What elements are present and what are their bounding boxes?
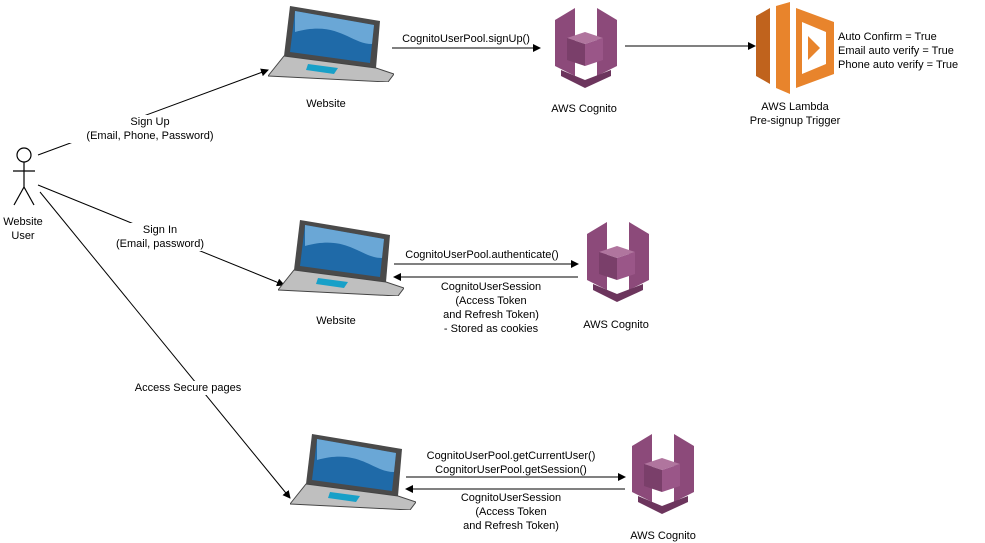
signup-edge-label-line1: Sign Up [130, 116, 170, 128]
arrow-actor-to-secure-website [39, 191, 291, 499]
signin-return-line3: and Refresh Token) [443, 309, 539, 321]
lambda-label-line2: Pre-signup Trigger [749, 115, 841, 127]
signup-edge-label-line2: (Email, Phone, Password) [86, 130, 214, 142]
signup-cognito-label: AWS Cognito [551, 103, 617, 115]
secure-return-line3: and Refresh Token) [463, 520, 559, 532]
stick-figure-icon [13, 147, 35, 206]
signin-return-label: CognitoUserSession (Access Token and Ref… [416, 280, 566, 336]
secure-call-label: CognitoUserPool.getCurrentUser() Cognito… [406, 449, 616, 477]
signin-return-line1: CognitoUserSession [440, 281, 542, 293]
laptop-icon [290, 434, 416, 510]
cognito-icon [587, 222, 649, 302]
cognito-icon [555, 8, 617, 88]
signin-call-label: CognitoUserPool.authenticate() [405, 249, 559, 261]
signin-edge-label: Sign In (Email, password) [100, 223, 220, 251]
lambda-icon [756, 2, 834, 94]
cognito-icon [632, 434, 694, 514]
signin-cognito-label: AWS Cognito [583, 319, 649, 331]
signup-edge-label: Sign Up (Email, Phone, Password) [60, 115, 240, 143]
secure-cognito-label: AWS Cognito [630, 530, 696, 542]
lambda-note-phone-verify: Phone auto verify = True [838, 59, 959, 71]
actor-label-line1: Website [3, 216, 43, 228]
lambda-notes: Auto Confirm = True Email auto verify = … [838, 30, 958, 72]
lambda-label-line1: AWS Lambda [761, 101, 829, 113]
laptop-icon [278, 220, 404, 296]
signin-edge-label-line1: Sign In [142, 224, 178, 236]
actor-label-line2: User [11, 230, 35, 242]
secure-return-line1: CognitoUserSession [460, 492, 562, 504]
secure-call-line1: CognitoUserPool.getCurrentUser() [426, 450, 596, 462]
lambda-note-email-verify: Email auto verify = True [838, 45, 954, 57]
lambda-note-auto-confirm: Auto Confirm = True [838, 31, 937, 43]
lambda-label: AWS Lambda Pre-signup Trigger [735, 100, 855, 128]
signup-call-label: CognitoUserPool.signUp() [402, 33, 530, 45]
signin-return-line2: (Access Token [455, 295, 527, 307]
signin-edge-label-line2: (Email, password) [115, 238, 205, 250]
actor-label: Website User [0, 215, 50, 243]
secure-call-line2: CognitorUserPool.getSession() [435, 464, 587, 476]
laptop-icon [268, 6, 394, 82]
signin-website-label: Website [316, 315, 356, 327]
signin-return-line4: - Stored as cookies [443, 323, 539, 335]
secure-return-label: CognitoUserSession (Access Token and Ref… [436, 491, 586, 533]
secure-edge-label: Access Secure pages [118, 381, 258, 395]
secure-return-line2: (Access Token [475, 506, 547, 518]
signup-website-label: Website [306, 98, 346, 110]
